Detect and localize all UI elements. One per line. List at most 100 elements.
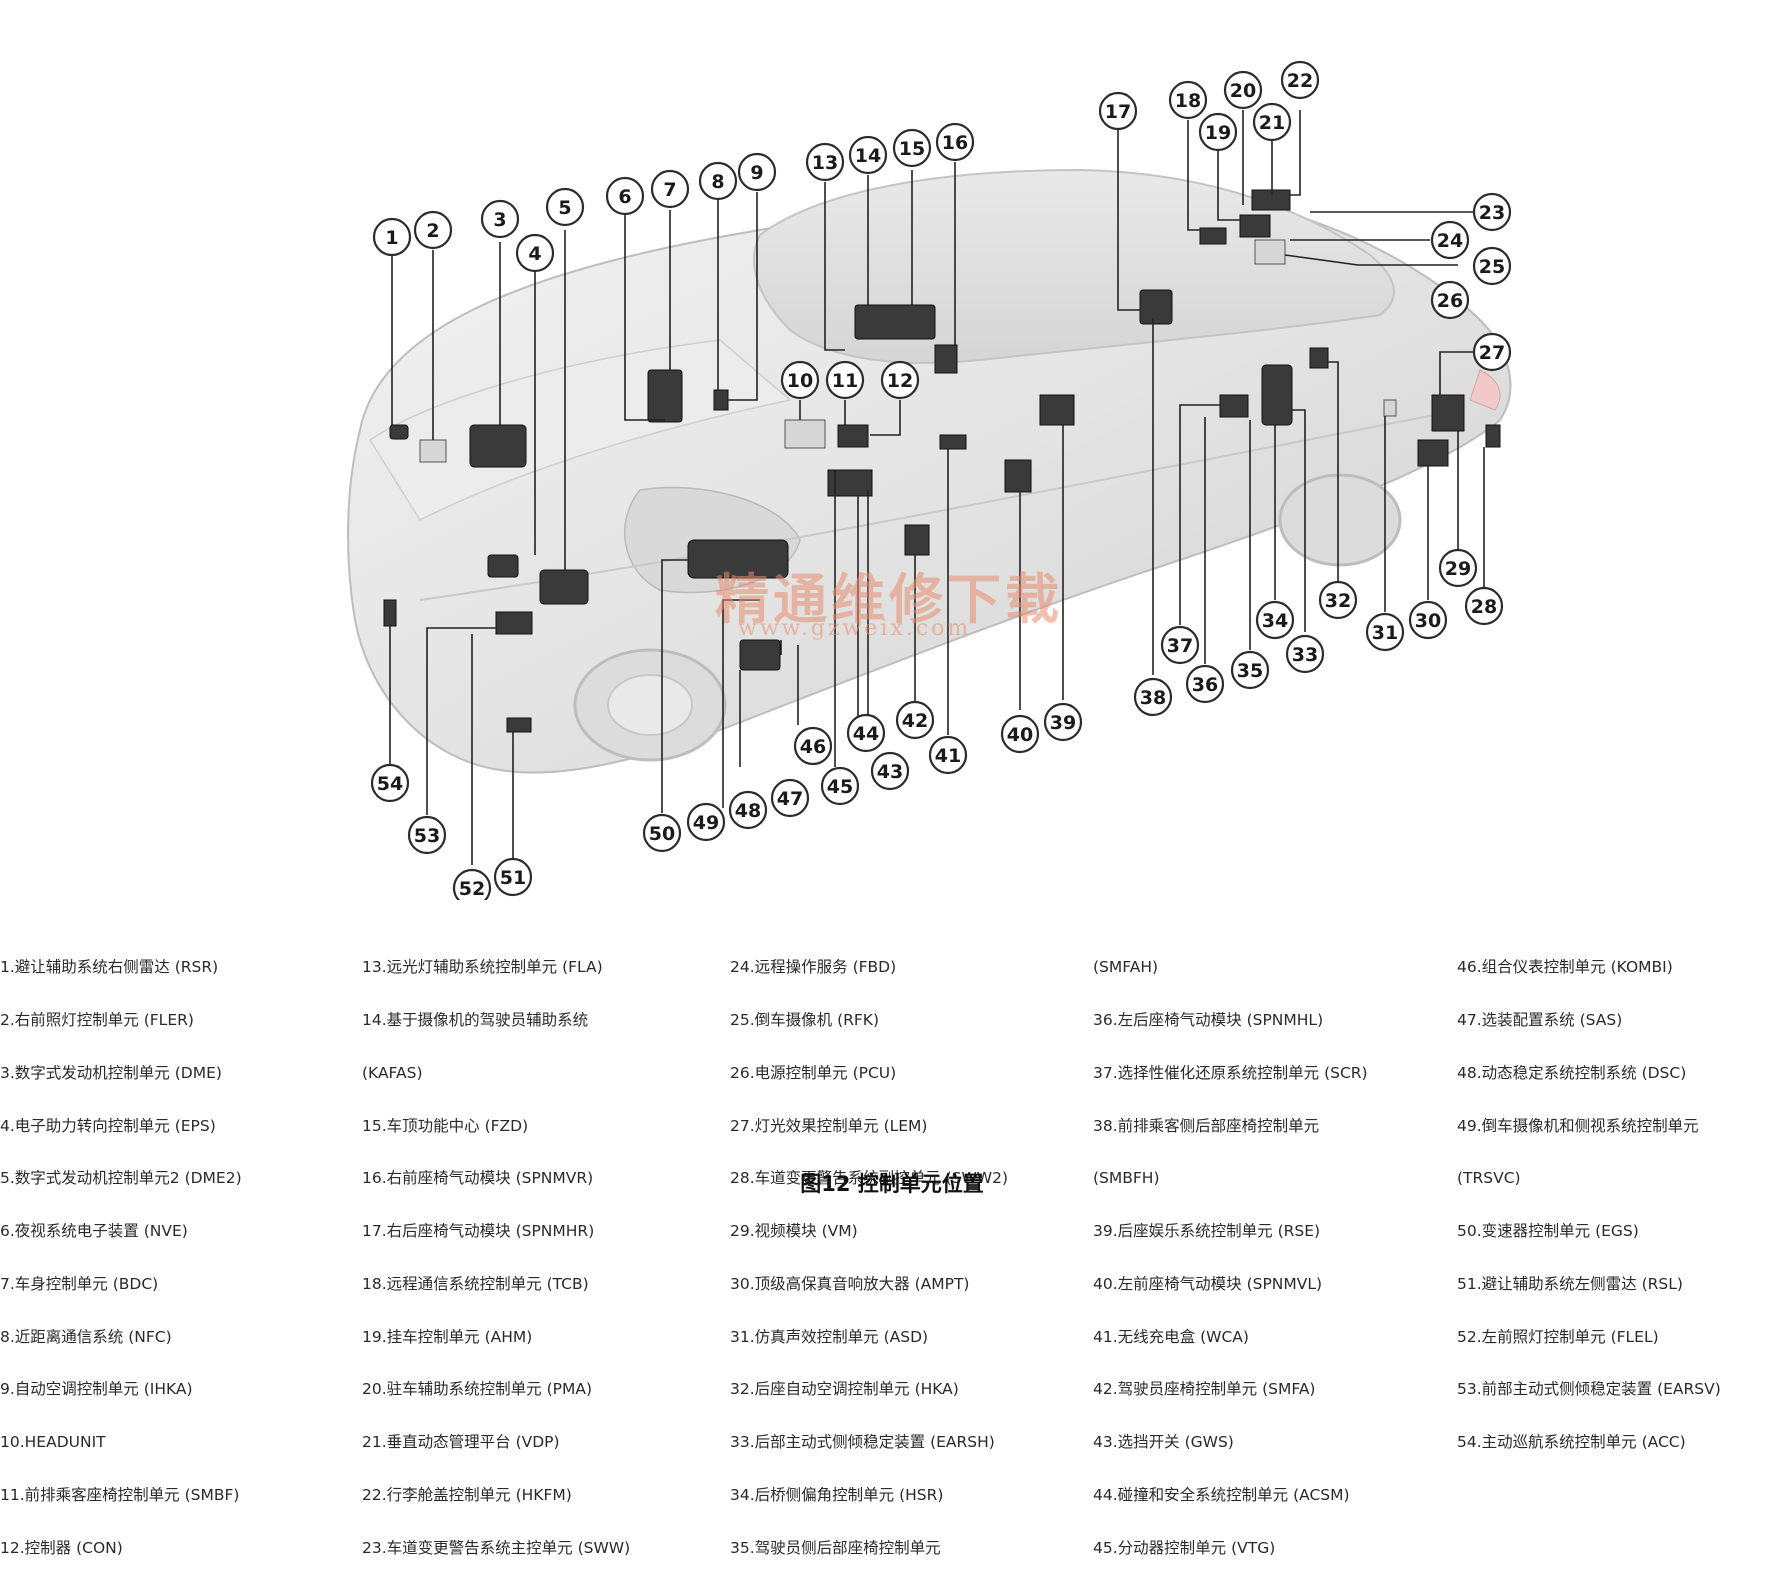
module-rse	[1039, 394, 1075, 426]
callout-label: 6	[618, 186, 631, 208]
legend-item: 16.右前座椅气动模块 (SPNMVR)	[362, 1169, 594, 1188]
legend-item: (SMFAH)	[1093, 958, 1159, 977]
callout-11: 11	[825, 360, 865, 400]
car-silhouette	[347, 168, 1512, 774]
callout-48: 48	[728, 790, 768, 830]
callout-5: 5	[545, 187, 585, 227]
legend-item: 38.前排乘客侧后部座椅控制单元	[1093, 1116, 1320, 1135]
module-dme2	[539, 569, 589, 605]
callout-label: 47	[777, 788, 803, 810]
callout-6: 6	[605, 176, 645, 216]
callout-43: 43	[870, 751, 910, 791]
legend-item: 28.车道变更警告系统副控单元 (SWW2)	[730, 1169, 1009, 1188]
legend-item: 49.倒车摄像机和侧视系统控制单元	[1457, 1116, 1699, 1135]
legend-item: (TRSVC)	[1457, 1169, 1521, 1188]
callout-label: 40	[1007, 724, 1033, 746]
callout-label: 52	[459, 878, 485, 900]
module-rsl	[506, 717, 532, 733]
legend-item: 5.数字式发动机控制单元2 (DME2)	[0, 1169, 242, 1188]
callout-38: 38	[1133, 677, 1173, 717]
callout-9: 9	[737, 152, 777, 192]
callout-label: 49	[693, 812, 719, 834]
legend-item: 39.后座娱乐系统控制单元 (RSE)	[1093, 1222, 1321, 1241]
callout-label: 8	[711, 171, 724, 193]
callout-label: 15	[899, 138, 925, 160]
module-lem	[1431, 394, 1465, 432]
leader-lines	[389, 110, 1488, 865]
legend-item: 36.左后座椅气动模块 (SPNMHL)	[1093, 1010, 1324, 1029]
module-bdc	[647, 369, 683, 423]
legend-item: 4.电子助力转向控制单元 (EPS)	[0, 1116, 216, 1135]
callout-50: 50	[642, 813, 682, 853]
legend-item: 48.动态稳定系统控制系统 (DSC)	[1457, 1063, 1687, 1082]
legend-item: 11.前排乘客座椅控制单元 (SMBF)	[0, 1486, 240, 1504]
callout-label: 24	[1437, 230, 1463, 252]
callout-label: 10	[787, 370, 813, 392]
legend-item: 3.数字式发动机控制单元 (DME)	[0, 1063, 222, 1082]
legend-item: 51.避让辅助系统左侧雷达 (RSL)	[1457, 1274, 1683, 1293]
callout-label: 41	[935, 745, 961, 767]
watermark-title: 精通维修下载	[715, 567, 1063, 631]
callout-label: 46	[800, 736, 826, 758]
callout-4: 4	[515, 233, 555, 273]
figure-caption: 图12 控制单元位置	[800, 1172, 984, 1196]
module-fler	[419, 439, 447, 463]
callout-label: 53	[414, 825, 440, 847]
callout-label: 12	[887, 370, 913, 392]
legend-item: 27.灯光效果控制单元 (LEM)	[730, 1116, 928, 1135]
callout-26: 26	[1430, 280, 1470, 320]
legend-item: 9.自动空调控制单元 (IHKA)	[0, 1380, 193, 1399]
legend-item: (SMBFH)	[1093, 1169, 1160, 1188]
legend-item: 35.驾驶员侧后部座椅控制单元	[730, 1538, 941, 1557]
callout-label: 28	[1471, 596, 1497, 618]
legend-item: 15.车顶功能中心 (FZD)	[362, 1116, 529, 1135]
callout-label: 3	[493, 209, 506, 231]
legend-item: 30.顶级高保真音响放大器 (AMPT)	[730, 1274, 970, 1293]
legend-item: 7.车身控制单元 (BDC)	[0, 1274, 159, 1293]
callout-23: 23	[1472, 192, 1512, 232]
legend-item: 33.后部主动式侧倾稳定装置 (EARSH)	[730, 1433, 995, 1452]
legend-item: 10.HEADUNIT	[0, 1433, 106, 1452]
module-headunit	[784, 419, 826, 449]
callouts: 1 2 3 4 5 6 7 8 9 10 11 12 13 14 15 16 1…	[370, 60, 1512, 900]
module-tcb	[1199, 227, 1227, 245]
legend-item: 2.右前照灯控制单元 (FLER)	[0, 1010, 194, 1029]
module-eps	[487, 554, 519, 578]
callout-label: 2	[426, 220, 439, 242]
legend-item: 47.选装配置系统 (SAS)	[1457, 1010, 1623, 1029]
callout-28: 28	[1464, 586, 1504, 626]
module-earsv	[495, 611, 533, 635]
callout-label: 1	[385, 227, 398, 249]
callout-label: 5	[558, 197, 571, 219]
callout-14: 14	[848, 135, 888, 175]
car-hood	[368, 339, 792, 521]
callout-52: 52	[452, 868, 492, 900]
callout-label: 19	[1205, 122, 1231, 144]
callout-34: 34	[1255, 600, 1295, 640]
legend-column-4: (SMFAH) 36.左后座椅气动模块 (SPNMHL) 37.选择性催化还原系…	[1093, 924, 1451, 1575]
callout-27: 27	[1472, 332, 1512, 372]
legend-item: 53.前部主动式侧倾稳定装置 (EARSV)	[1457, 1380, 1721, 1399]
module-ihka	[713, 389, 729, 411]
module-smfa	[904, 524, 930, 556]
legend-item: 44.碰撞和安全系统控制单元 (ACSM)	[1093, 1486, 1350, 1504]
callout-39: 39	[1043, 702, 1083, 742]
callout-54: 54	[370, 763, 410, 803]
callout-1: 1	[372, 217, 412, 257]
module-rsr	[389, 424, 409, 440]
callout-label: 36	[1192, 674, 1218, 696]
legend-item: 52.左前照灯控制单元 (FLEL)	[1457, 1327, 1659, 1346]
callout-35: 35	[1230, 650, 1270, 690]
legend-item: 40.左前座椅气动模块 (SPNMVL)	[1093, 1274, 1323, 1293]
callout-label: 11	[832, 370, 858, 392]
module-smbf	[837, 424, 869, 448]
legend-item: 19.挂车控制单元 (AHM)	[362, 1327, 533, 1346]
control-unit-diagram: 1 2 3 4 5 6 7 8 9 10 11 12 13 14 15 16 1…	[347, 60, 1512, 900]
callout-40: 40	[1000, 714, 1040, 754]
callout-label: 21	[1259, 112, 1285, 134]
callout-22: 22	[1280, 60, 1320, 100]
callout-label: 35	[1237, 660, 1263, 682]
watermark-url: www.gzweix.com	[738, 616, 972, 641]
callout-15: 15	[892, 128, 932, 168]
callout-label: 42	[902, 710, 928, 732]
